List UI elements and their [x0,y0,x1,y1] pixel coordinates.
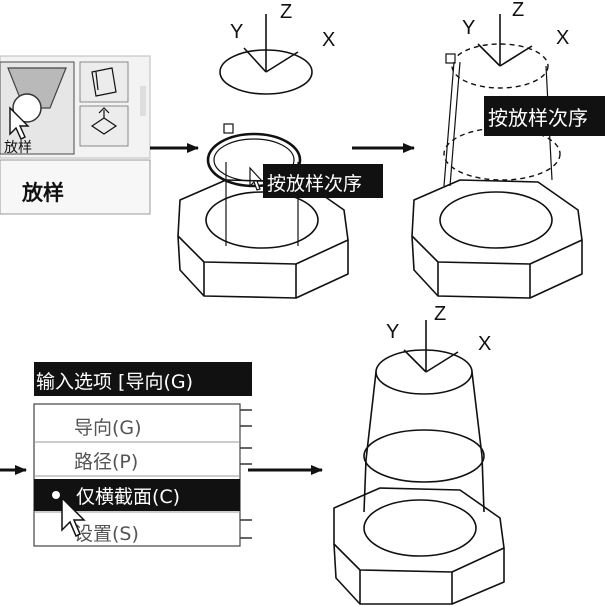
menu-item-path[interactable]: 路径(P) [74,451,138,473]
axis-label-x: X [322,29,335,51]
extrude-icon [90,107,118,135]
loft-order-prompt: 按放样次序 [267,173,362,195]
middle-cross-section-selected [443,127,561,181]
axis-label-y: Y [386,321,399,343]
ribbon-panel: 放样 放样 [0,55,151,215]
extrude-tool-button[interactable] [79,105,129,147]
lofted-solid [363,349,485,513]
axis-label-z: Z [280,1,292,23]
menu-item-settings[interactable]: 设置(S) [74,523,139,545]
menu-item-label: 导向(G) [74,417,142,439]
ucs-icon: Y Z X [462,0,569,67]
hex-nut-base [333,487,505,605]
axis-label-y: Y [230,21,243,43]
tooltip-title: 放样 [21,181,64,205]
loft-button-caption: 放样 [4,140,32,156]
model-step-3: Y Z X 按放样次序 [411,0,605,299]
options-menu-panel: 输入选项 [导向(G) 导向(G) 路径(P) 仅横截面(C) 设置(S) [33,362,252,547]
cursor-pointer-icon [61,496,86,538]
axis-label-z: Z [512,0,524,21]
menu-item-label: 设置(S) [74,523,139,545]
prompt-tooltip-step3: 按放样次序 [484,96,605,136]
ucs-icon: Y Z X [386,303,491,373]
revolve-icon [91,67,117,97]
prompt-tooltip-step2: 按放样次序 [263,164,383,198]
cursor-pointer-icon [9,106,30,140]
middle-cross-section-selected [206,132,302,188]
top-cross-section-selected [451,43,549,89]
menu-item-label: 路径(P) [74,451,138,473]
selected-radio-icon [52,491,60,499]
model-step-2: Y Z X 按放样次序 [177,1,383,299]
model-step-5: Y Z X [333,303,505,605]
revolve-tool-button[interactable] [79,61,129,103]
menu-item-label: 仅横截面(C) [76,486,180,508]
axis-label-x: X [556,27,569,49]
axis-label-x: X [478,333,491,355]
loft-order-prompt: 按放样次序 [488,106,588,130]
loft-tooltip: 放样 [0,159,151,215]
axis-label-y: Y [462,17,475,39]
menu-item-guides[interactable]: 导向(G) [74,417,142,439]
hex-nut-base [411,179,583,299]
loft-icon [7,67,67,123]
axis-label-z: Z [434,303,446,325]
ucs-icon: Y Z X [230,1,335,73]
command-prompt: 输入选项 [导向(G) [36,371,193,393]
top-cross-section [219,49,313,95]
loft-button[interactable]: 放样 [0,61,75,156]
